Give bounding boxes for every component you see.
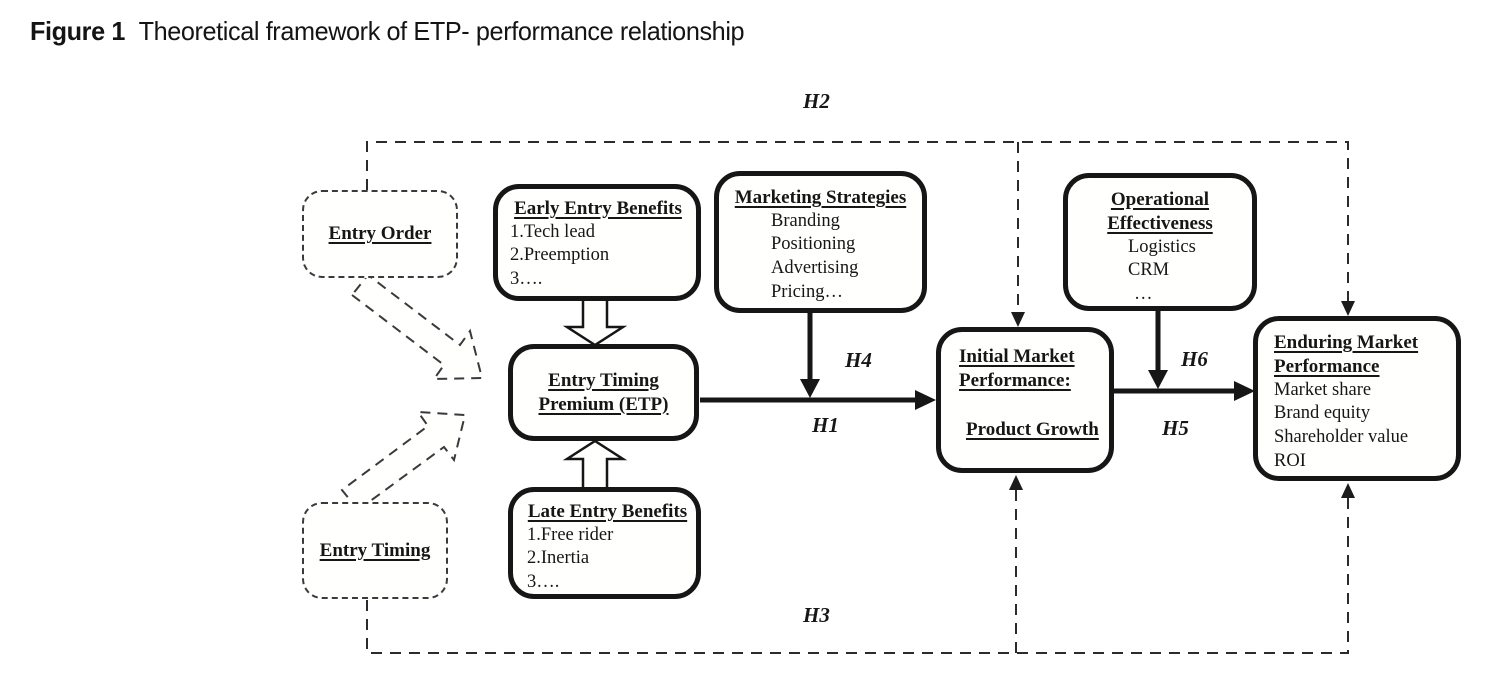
early-to-etp-block-arrow-icon xyxy=(562,297,628,347)
late-entry-benefits-title: Late Entry Benefits xyxy=(527,501,688,522)
h2-dashed-path xyxy=(366,141,1349,303)
operational-effectiveness-items: Logistics CRM … xyxy=(1076,236,1244,307)
enduring-title-line1: Enduring Market xyxy=(1274,332,1419,353)
early-entry-benefits-items: 1.Tech lead 2.Preemption 3…. xyxy=(510,221,686,292)
enduring-market-performance-box: Enduring Market Performance Market share… xyxy=(1253,316,1461,481)
early-entry-benefits-box: Early Entry Benefits 1.Tech lead 2.Preem… xyxy=(493,184,701,301)
entry-timing-dashed-block-arrow-icon xyxy=(340,410,467,512)
h6-arrowhead-icon xyxy=(1148,370,1168,389)
list-item: 2.Preemption xyxy=(510,245,610,266)
list-item: Logistics xyxy=(1128,236,1196,257)
figure-number: Figure 1 xyxy=(30,16,125,46)
h3-arrowhead-initial-icon xyxy=(1009,475,1023,490)
title-line: Operational xyxy=(1110,189,1210,210)
initial-subtitle: Product Growth xyxy=(966,418,1099,440)
list-item: … xyxy=(1134,283,1153,304)
marketing-strategies-box: Marketing Strategies Branding Positionin… xyxy=(714,171,927,313)
initial-title-line1: Initial Market xyxy=(959,346,1075,367)
initial-market-performance-box: Initial Market Performance: Product Grow… xyxy=(936,327,1114,473)
list-item: 3…. xyxy=(527,572,560,593)
marketing-strategies-items: Branding Positioning Advertising Pricing… xyxy=(727,210,914,305)
h3-dashed-path xyxy=(366,496,1349,654)
figure-caption: Theoretical framework of ETP- performanc… xyxy=(138,16,745,46)
enduring-title-line2: Performance xyxy=(1274,355,1380,377)
late-entry-benefits-box: Late Entry Benefits 1.Free rider 2.Inert… xyxy=(508,487,701,599)
h3-arrowhead-enduring-icon xyxy=(1341,483,1355,498)
figure-title: Figure 1 Theoretical framework of ETP- pe… xyxy=(30,16,745,47)
list-item: 1.Tech lead xyxy=(510,221,595,242)
list-item: Shareholder value xyxy=(1274,426,1409,447)
late-entry-benefits-items: 1.Free rider 2.Inertia 3…. xyxy=(527,524,688,595)
etp-box: Entry Timing Premium (ETP) xyxy=(508,344,699,441)
list-item: Market share xyxy=(1274,379,1372,400)
entry-timing-label: Entry Timing xyxy=(319,539,431,561)
list-item: 2.Inertia xyxy=(527,548,590,569)
etp-title-line2: Premium (ETP) xyxy=(538,393,669,415)
list-item: 1.Free rider xyxy=(527,524,614,545)
h1-label: H1 xyxy=(812,413,839,437)
entry-order-box: Entry Order xyxy=(302,190,458,278)
etp-title-line1: Entry Timing xyxy=(548,369,659,391)
title-line: Effectiveness xyxy=(1107,212,1213,234)
list-item: Advertising xyxy=(771,258,859,279)
h6-label: H6 xyxy=(1181,347,1208,371)
list-item: ROI xyxy=(1274,450,1306,471)
early-entry-benefits-title: Early Entry Benefits xyxy=(514,198,682,219)
list-item: Pricing… xyxy=(771,281,843,302)
list-item: Branding xyxy=(771,210,840,231)
list-item: 3…. xyxy=(510,269,543,290)
entry-order-dashed-block-arrow-icon xyxy=(350,273,484,381)
entry-order-label: Entry Order xyxy=(328,223,432,245)
h5-label: H5 xyxy=(1162,416,1189,440)
initial-title-line2: Performance: xyxy=(959,369,1071,391)
h2-label: H2 xyxy=(803,89,830,113)
h3-label: H3 xyxy=(803,603,830,627)
h1-arrowhead-icon xyxy=(915,390,936,410)
h2-arrowhead-enduring-icon xyxy=(1341,301,1355,316)
enduring-items: Market share Brand equity Shareholder va… xyxy=(1274,379,1450,474)
list-item: CRM xyxy=(1128,260,1170,281)
marketing-strategies-title: Marketing Strategies xyxy=(734,187,907,208)
h4-label: H4 xyxy=(845,348,872,372)
list-item: Brand equity xyxy=(1274,403,1371,424)
h4-arrowhead-icon xyxy=(800,379,820,398)
list-item: Positioning xyxy=(771,234,856,255)
late-to-etp-block-arrow-icon xyxy=(562,439,628,491)
h2-arrowhead-initial-icon xyxy=(1011,312,1025,327)
operational-effectiveness-title: Operational Effectiveness xyxy=(1076,188,1244,236)
h5-arrowhead-icon xyxy=(1234,381,1255,401)
entry-timing-box: Entry Timing xyxy=(302,502,448,599)
operational-effectiveness-box: Operational Effectiveness Logistics CRM … xyxy=(1063,173,1257,311)
